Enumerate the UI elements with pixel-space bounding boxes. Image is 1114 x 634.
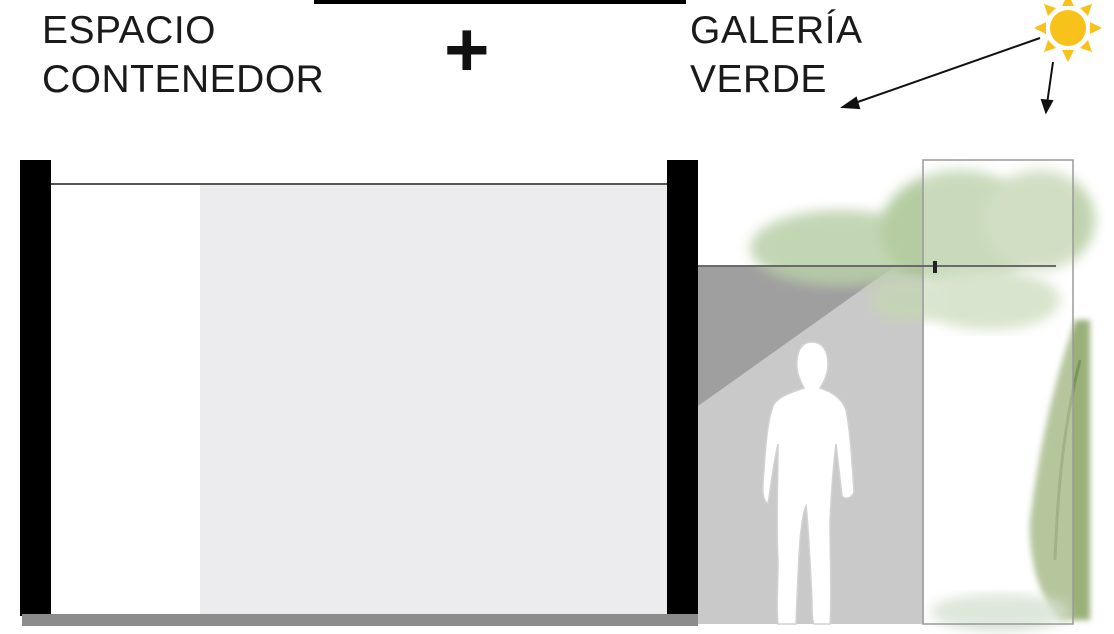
floor-slab xyxy=(22,614,698,626)
top-divider-line xyxy=(314,0,686,4)
label-left-line2: CONTENEDOR xyxy=(42,58,325,101)
wall-shadow xyxy=(698,266,895,406)
hanging-plant xyxy=(1029,320,1090,620)
sun-ray-arrow-down xyxy=(1040,61,1054,115)
label-left-line1: ESPACIO xyxy=(42,9,216,52)
label-espacio-contenedor: ESPACIO CONTENEDOR xyxy=(42,6,324,104)
left-wall xyxy=(20,160,51,616)
label-right-line2: VERDE xyxy=(690,58,827,101)
ground-shrub xyxy=(930,594,1070,630)
sun-ray-arrow-diagonal xyxy=(840,37,1041,110)
middle-wall xyxy=(667,160,698,616)
interior-white-zone xyxy=(50,184,200,614)
beam-joint xyxy=(933,261,937,273)
person-silhouette-icon xyxy=(762,341,855,625)
label-right-line1: GALERÍA xyxy=(690,9,863,52)
interior-grey-zone xyxy=(200,184,668,614)
sun-icon xyxy=(1034,0,1102,62)
plus-sign: + xyxy=(444,5,490,93)
glass-frame xyxy=(922,159,1074,625)
label-galeria-verde: GALERÍA VERDE xyxy=(690,6,863,104)
